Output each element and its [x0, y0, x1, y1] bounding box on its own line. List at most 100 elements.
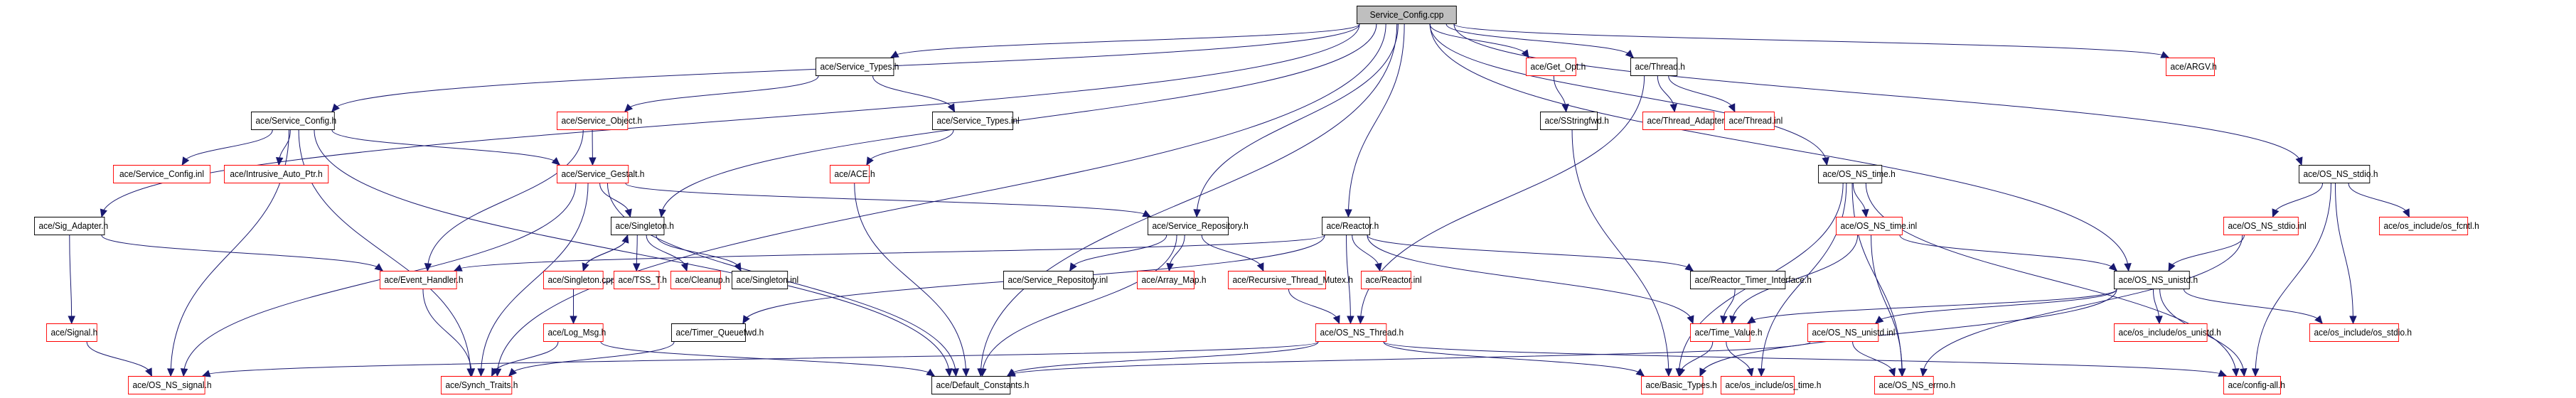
node-service-repository-inl[interactable]: ace/Service_Repository.inl	[1003, 271, 1108, 289]
node-service-repository-h[interactable]: ace/Service_Repository.h	[1148, 217, 1249, 235]
edge-ace_h-to-default_constants_h	[854, 183, 967, 377]
arrowhead-icon	[1746, 367, 1754, 377]
edge-reactor_h-to-os_ns_thread_h	[1346, 235, 1351, 324]
arrowhead-icon	[374, 263, 383, 271]
node-default-constants-h[interactable]: ace/Default_Constants.h	[931, 376, 1029, 394]
edge-os_ns_unistd_h-to-time_value_h	[1747, 289, 2117, 324]
node-service-types-inl[interactable]: ace/Service_Types.inl	[932, 112, 1020, 130]
node-os-ns-errno-h[interactable]: ace/OS_NS_errno.h	[1874, 376, 1955, 394]
edge-os_ns_time_inl-to-os_ns_errno_h	[1871, 235, 1903, 377]
arrowhead-icon	[979, 368, 987, 377]
arrowhead-icon	[866, 156, 874, 166]
node-time-value-h[interactable]: ace/Time_Value.h	[1690, 323, 1763, 342]
node-synch-traits-h[interactable]: ace/Synch_Traits.h	[441, 376, 518, 394]
arrowhead-icon	[1256, 262, 1264, 272]
arrowhead-icon	[889, 50, 899, 58]
arrowhead-icon	[1684, 263, 1694, 271]
edge-service_repository_h-to-recursive_thread_mutex_h	[1201, 235, 1264, 271]
node-service-object-h[interactable]: ace/Service_Object.h	[557, 112, 642, 130]
node-array-map-h[interactable]: ace/Array_Map.h	[1137, 271, 1207, 289]
node-recursive-thread-mutex-h[interactable]: ace/Recursive_Thread_Mutex.h	[1228, 271, 1353, 289]
node-service-config-inl[interactable]: ace/Service_Config.inl	[113, 165, 210, 183]
arrowhead-icon	[2272, 208, 2280, 218]
node-sig-adapter-h[interactable]: ace/Sig_Adapter.h	[34, 217, 108, 235]
node-os-ns-thread-h[interactable]: ace/OS_NS_Thread.h	[1315, 323, 1404, 342]
arrowhead-icon	[201, 370, 211, 377]
node-singleton-cpp[interactable]: ace/Singleton.cpp	[543, 271, 616, 289]
node-sstringfwd-h[interactable]: ace/SStringfwd.h	[1540, 112, 1609, 130]
edge-root-to-singleton_h	[661, 23, 1377, 217]
node-os-stdio-h[interactable]: ace/os_include/os_stdio.h	[2309, 323, 2412, 342]
node-thread-adapter-h[interactable]: ace/Thread_Adapter.h	[1642, 112, 1731, 130]
arrowhead-icon	[1822, 156, 1829, 166]
node-thread-h[interactable]: ace/Thread.h	[1630, 58, 1685, 76]
edge-sig_adapter_h-to-signal_h	[69, 235, 73, 324]
edge-os_ns_time_inl-to-os_ns_unistd_h	[1899, 235, 2117, 271]
node-reactor-h[interactable]: ace/Reactor.h	[1322, 217, 1379, 235]
arrowhead-icon	[962, 368, 970, 377]
arrowhead-icon	[680, 262, 688, 272]
node-os-ns-time-inl[interactable]: ace/OS_NS_time.inl	[1836, 217, 1917, 235]
node-intrusive-auto-ptr-h[interactable]: ace/Intrusive_Auto_Ptr.h	[224, 165, 328, 183]
edge-signal_h-to-os_ns_signal_h	[86, 341, 152, 377]
node-os-unistd-h[interactable]: ace/os_include/os_unistd.h	[2114, 323, 2221, 342]
node-reactor-inl[interactable]: ace/Reactor.inl	[1361, 271, 1422, 289]
node-os-ns-signal-h[interactable]: ace/OS_NS_signal.h	[128, 376, 211, 394]
node-timer-queuefwd-h[interactable]: ace/Timer_Queuefwd.h	[671, 323, 764, 342]
arrowhead-icon	[1193, 209, 1201, 218]
node-ace-h[interactable]: ace/ACE.h	[830, 165, 875, 183]
arrowhead-icon	[68, 316, 75, 325]
edge-service_repository_h-to-service_repository_inl	[1069, 235, 1167, 271]
edge-os_ns_thread_h-to-os_ns_signal_h	[202, 341, 1319, 377]
node-singleton-h[interactable]: ace/Singleton.h	[611, 217, 674, 235]
arrowhead-icon	[1142, 210, 1152, 217]
node-argv-h[interactable]: ace/ARGV.h	[2166, 58, 2217, 76]
arrowhead-icon	[100, 208, 107, 218]
edges-layer	[68, 23, 2410, 377]
arrowhead-icon	[1357, 316, 1365, 325]
edge-os_ns_thread_h-to-config_all_h	[1383, 341, 2227, 377]
node-singleton-inl[interactable]: ace/Singleton.inl	[732, 271, 798, 289]
arrowhead-icon	[477, 368, 485, 377]
node-os-ns-stdio-h[interactable]: ace/OS_NS_stdio.h	[2299, 165, 2378, 183]
node-log-msg-h[interactable]: ace/Log_Msg.h	[543, 323, 606, 342]
edge-root-to-service_types_h	[890, 23, 1360, 58]
node-tss-t-h[interactable]: ace/TSS_T.h	[614, 271, 667, 289]
arrowhead-icon	[2240, 368, 2248, 377]
node-event-handler-h[interactable]: ace/Event_Handler.h	[380, 271, 463, 289]
node-get-opt-h[interactable]: ace/Get_Opt.h	[1526, 58, 1586, 76]
node-service-types-h[interactable]: ace/Service_Types.h	[816, 58, 899, 76]
node-signal-h[interactable]: ace/Signal.h	[46, 323, 97, 342]
node-service-config-h[interactable]: ace/Service_Config.h	[251, 112, 336, 130]
arrowhead-icon	[589, 157, 597, 166]
node-os-time-h[interactable]: ace/os_include/os_time.h	[1721, 376, 1821, 394]
node-basic-types-h[interactable]: ace/Basic_Types.h	[1641, 376, 1717, 394]
node-os-fcntl-h[interactable]: ace/os_include/os_fcntl.h	[2379, 217, 2479, 235]
node-os-ns-time-h[interactable]: ace/OS_NS_time.h	[1818, 165, 1896, 183]
node-os-ns-unistd-inl[interactable]: ace/OS_NS_unistd.inl	[1807, 323, 1895, 342]
arrowhead-icon	[453, 264, 463, 271]
edge-service_config_h-to-service_config_inl	[181, 129, 273, 166]
node-thread-inl[interactable]: ace/Thread.inl	[1724, 112, 1783, 130]
node-reactor-timer-interface-h[interactable]: ace/Reactor_Timer_Interface.h	[1690, 271, 1812, 289]
edge-service_gestalt_h-to-singleton_h	[599, 183, 631, 217]
node-os-ns-stdio-inl[interactable]: ace/OS_NS_stdio.inl	[2223, 217, 2307, 235]
arrowhead-icon	[145, 367, 152, 377]
arrowhead-icon	[734, 262, 742, 272]
arrowhead-icon	[1677, 367, 1686, 377]
arrowhead-icon	[1625, 49, 1634, 58]
arrowhead-icon	[1687, 315, 1694, 325]
node-os-ns-unistd-h[interactable]: ace/OS_NS_unistd.h	[2114, 271, 2198, 289]
node-service-gestalt-h[interactable]: ace/Service_Gestalt.h	[557, 165, 644, 183]
node-config-all-h[interactable]: ace/config-all.h	[2223, 376, 2285, 394]
edge-root-to-default_constants_h	[980, 23, 1398, 377]
arrowhead-icon	[1664, 368, 1673, 377]
arrowhead-icon	[1746, 316, 1756, 324]
edge-root-to-service_repository_h	[1196, 23, 1399, 217]
node-cleanup-h[interactable]: ace/Cleanup.h	[670, 271, 730, 289]
edge-sstringfwd_h-to-basic_types_h	[1571, 129, 1669, 377]
arrowhead-icon	[1758, 368, 1765, 377]
edge-reactor_h-to-reactor_timer_interface_h	[1367, 235, 1694, 271]
edge-service_gestalt_h-to-synch_traits_h	[480, 183, 589, 377]
